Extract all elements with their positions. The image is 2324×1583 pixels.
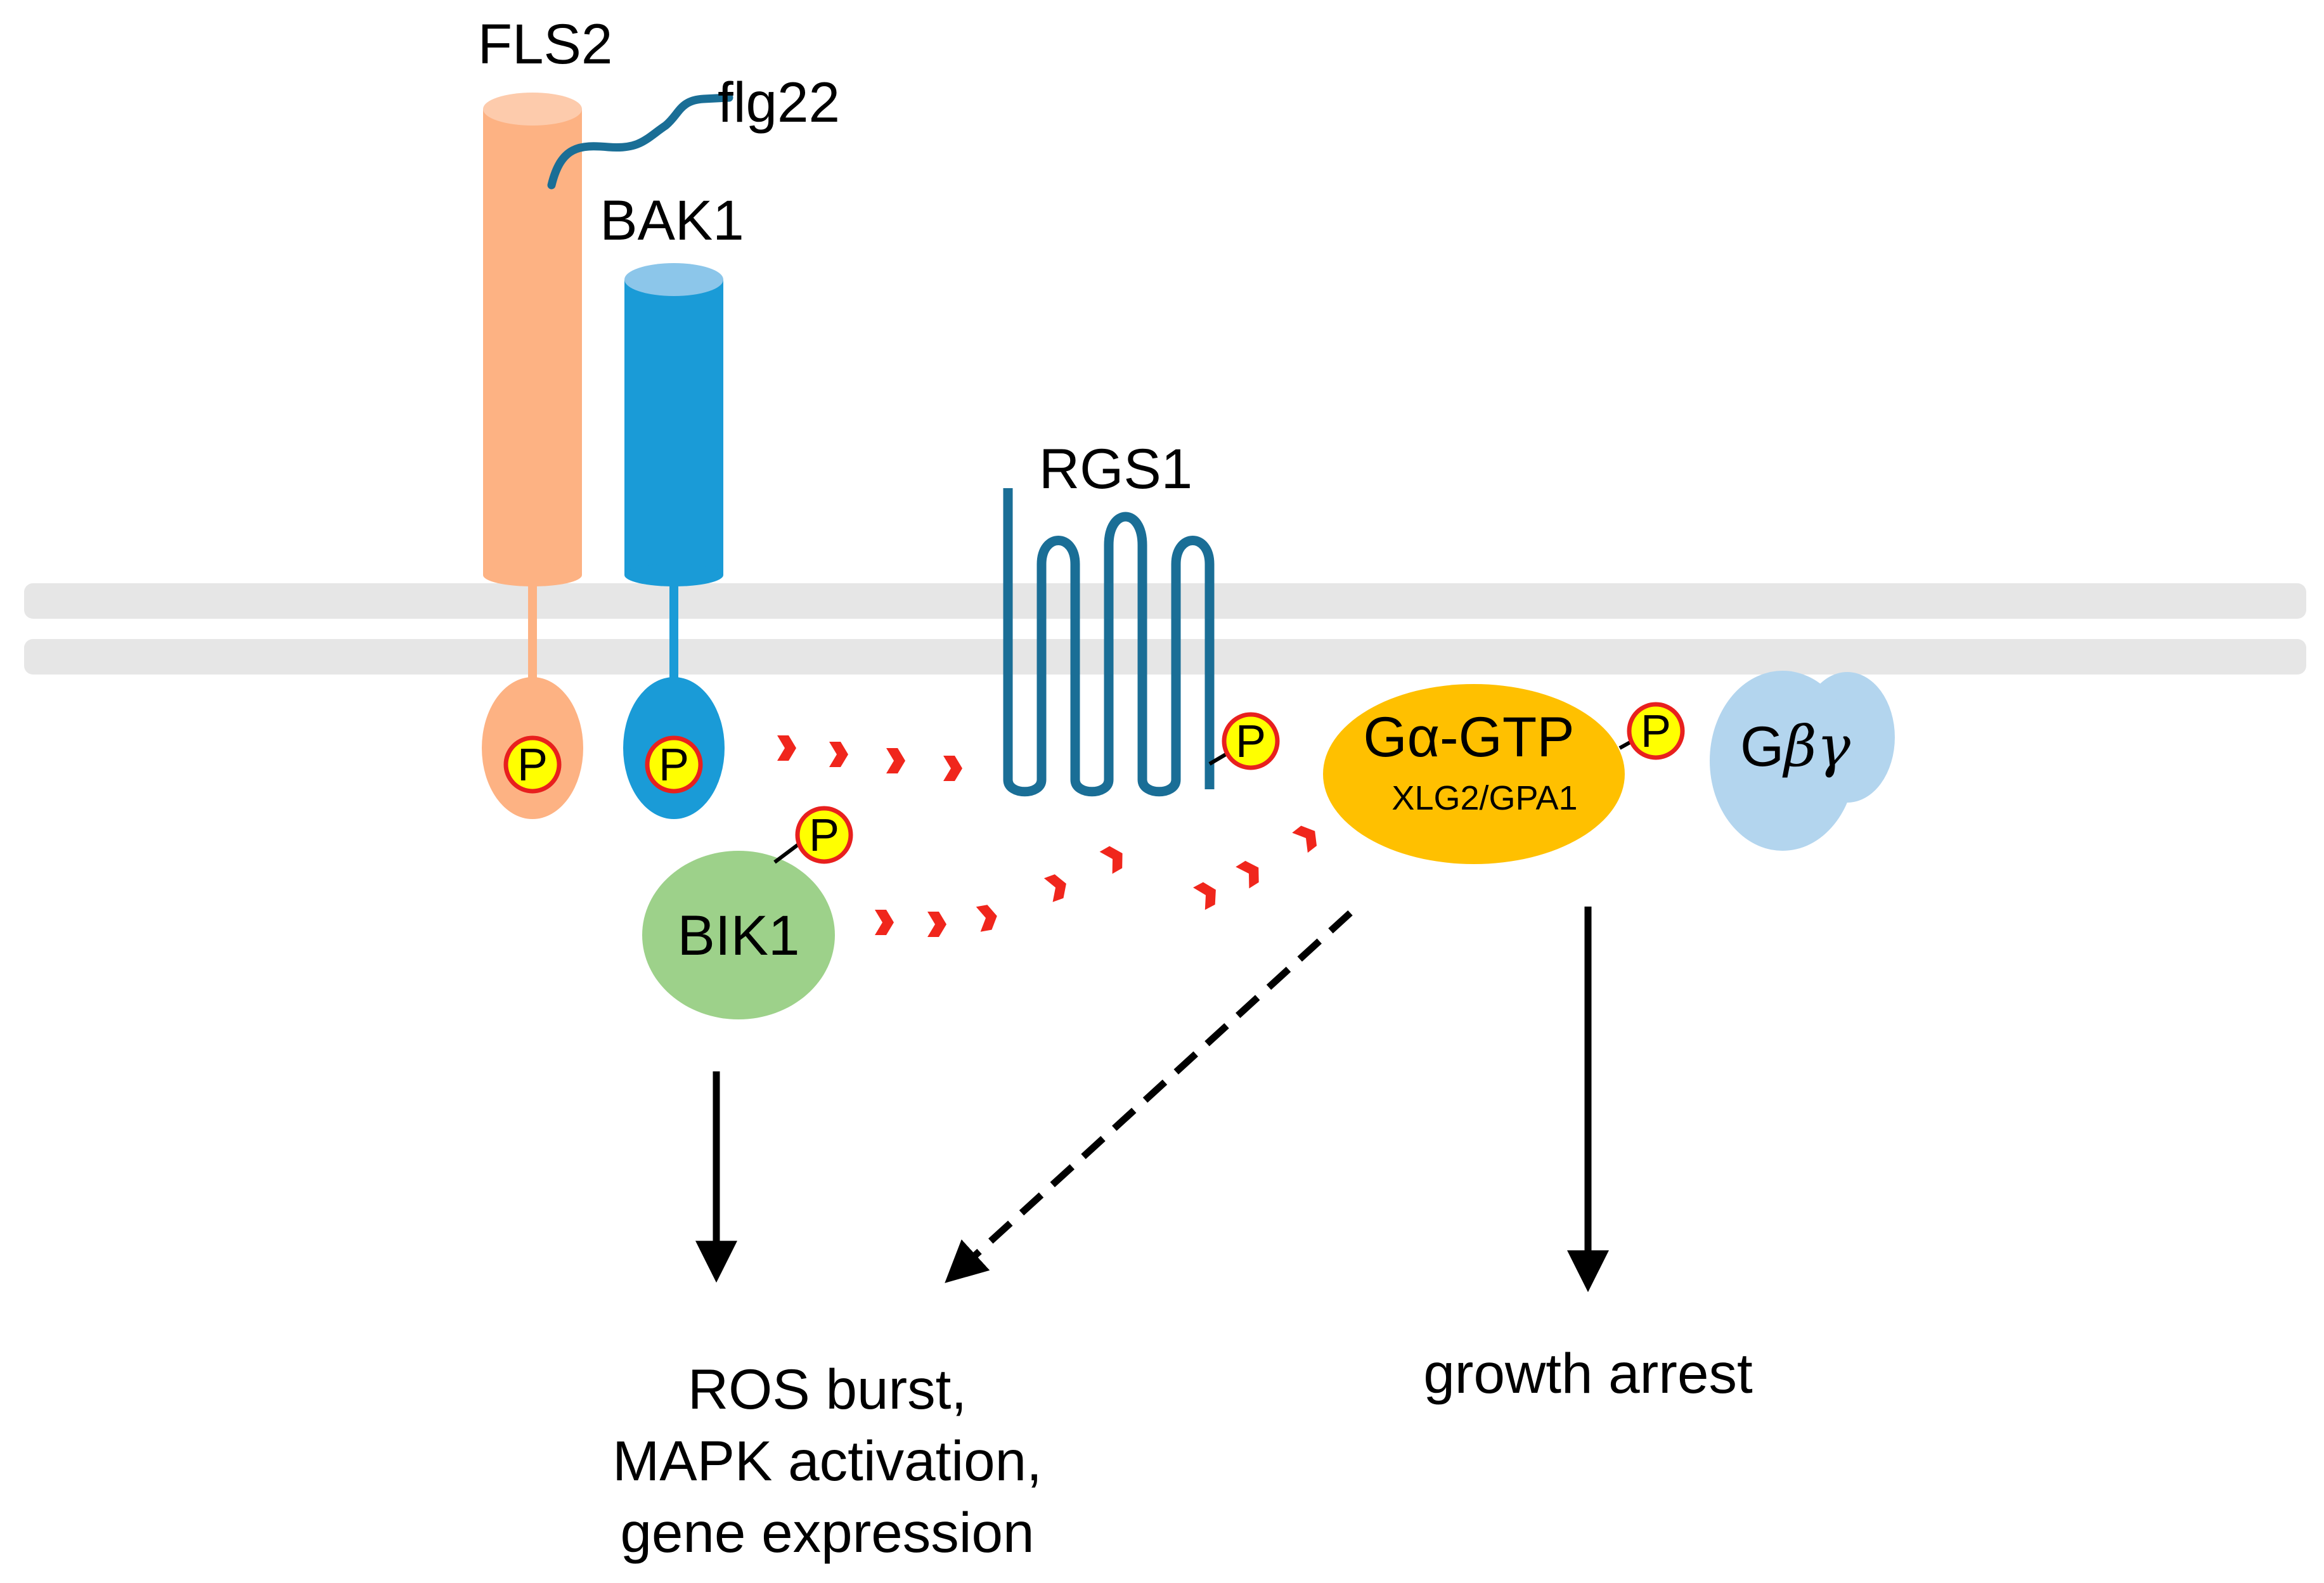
- phospho-bik1-text: P: [809, 810, 839, 861]
- arrow-galpha-to-ros-dashed: [945, 910, 1353, 1283]
- chevron: [886, 748, 905, 773]
- rgs1-label: RGS1: [1039, 437, 1192, 500]
- phospho-fls2: P: [503, 735, 562, 794]
- chevron: [976, 905, 997, 932]
- phospho-bak1: P: [645, 735, 703, 794]
- plasma-membrane: [24, 583, 2306, 675]
- bik1-body: [642, 851, 835, 1019]
- galpha-body: [1323, 684, 1625, 864]
- phospho-rgs1-circle: [1222, 712, 1280, 770]
- fls2-label: FLS2: [478, 12, 613, 75]
- ros-line-1: ROS burst,: [688, 1357, 967, 1421]
- flg22-label: flg22: [718, 70, 840, 134]
- gbetagamma-greek: βγ: [1782, 713, 1850, 779]
- chevron: [1099, 846, 1123, 874]
- galpha-label: Gα-GTP: [1363, 705, 1574, 768]
- flg22-ligand: flg22: [547, 70, 840, 190]
- phospho-galpha-text: P: [1641, 706, 1671, 757]
- chevron: [829, 742, 848, 767]
- phospho-bik1: P: [773, 806, 853, 864]
- ros-line-3: gene expression: [620, 1501, 1034, 1564]
- bak1-label: BAK1: [600, 188, 744, 252]
- chevron: [1193, 882, 1216, 910]
- chevrons-bik1-to-galpha: [875, 825, 1317, 937]
- gbetagamma-label: Gβγ: [1740, 713, 1851, 779]
- chevron: [927, 912, 946, 937]
- bak1-top-cap: [624, 263, 723, 296]
- rgs1-protein: RGS1: [1003, 437, 1215, 797]
- membrane-outer-leaflet: [24, 583, 2306, 619]
- galpha-gtp: Gα-GTP XLG2/GPA1: [1323, 684, 1625, 864]
- gbetagamma-dimer: Gβγ: [1710, 671, 1895, 851]
- phospho-bik1-circle: [795, 806, 853, 864]
- chevron: [777, 735, 796, 761]
- chevrons-bak1-to-rgs1: [777, 735, 962, 781]
- phospho-rgs1: P: [1208, 712, 1280, 770]
- ros-line-2: MAPK activation,: [612, 1429, 1042, 1492]
- phospho-fls2-circle: [503, 735, 562, 794]
- phospho-rgs1-text: P: [1236, 716, 1266, 767]
- rgs1-7tm-helices: [1003, 488, 1215, 797]
- phospho-bik1-link: [773, 841, 801, 864]
- phospho-fls2-text: P: [517, 740, 548, 791]
- fls2-ectodomain: [483, 109, 582, 575]
- membrane-inner-leaflet: [24, 639, 2306, 675]
- gbetagamma-large-lobe: [1710, 671, 1856, 851]
- galpha-sub-label: XLG2/GPA1: [1391, 779, 1577, 817]
- phospho-bak1-text: P: [659, 740, 689, 791]
- ros-outcome: ROS burst, MAPK activation, gene express…: [612, 1357, 1042, 1564]
- phospho-bak1-circle: [645, 735, 703, 794]
- bak1-transmembrane: [669, 583, 678, 685]
- chevron: [1292, 825, 1317, 853]
- fls2-bottom-cap: [483, 564, 582, 586]
- bak1-ectodomain: [624, 280, 723, 575]
- chevron: [1043, 874, 1066, 902]
- chevron: [1236, 860, 1259, 889]
- fls2-receptor: FLS2: [478, 12, 613, 819]
- phospho-galpha: P: [1618, 702, 1685, 760]
- bik1-label: BIK1: [678, 903, 800, 967]
- gbetagamma-g: G: [1740, 714, 1784, 778]
- growth-arrest-outcome: growth arrest: [1423, 1341, 1753, 1405]
- phospho-galpha-circle: [1627, 702, 1685, 760]
- chevron: [875, 910, 894, 935]
- fls2-top-cap: [483, 93, 582, 126]
- bak1-receptor: BAK1: [600, 188, 744, 819]
- chevron: [943, 756, 962, 781]
- bak1-bottom-cap: [624, 564, 723, 586]
- flg22-peptide: [547, 93, 733, 190]
- bik1-kinase: BIK1: [642, 851, 835, 1019]
- fls2-transmembrane: [528, 583, 537, 685]
